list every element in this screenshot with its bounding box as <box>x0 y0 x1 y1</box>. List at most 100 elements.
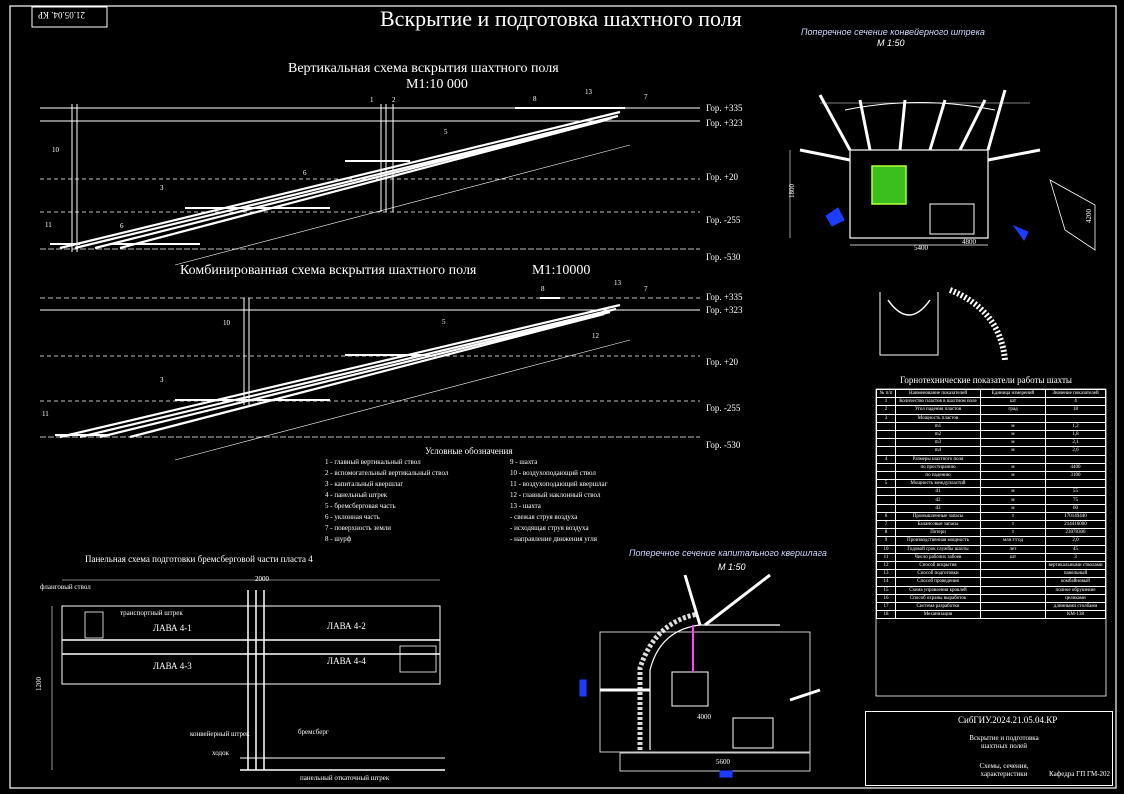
table-cell: 18 <box>1045 405 1106 415</box>
legend-item: 12 - главный наклонный ствол <box>510 491 601 499</box>
table-cell: 3100 <box>1045 470 1106 481</box>
table-cell <box>980 601 1046 612</box>
table-header-cell: Единица измерений <box>980 388 1046 399</box>
level-label: Гор. -255 <box>706 403 741 413</box>
table-cell: Потери <box>895 528 981 538</box>
combined-scheme-scale: М1:10000 <box>532 263 591 278</box>
table-cell: м <box>980 446 1046 456</box>
legend-title: Условные обозначения <box>425 446 513 456</box>
legend-item: 10 - воздухоподающий ствол <box>510 469 596 477</box>
table-cell <box>980 479 1046 489</box>
level-label: Гор. -530 <box>706 440 741 450</box>
table-cell: Система разработки <box>895 601 981 612</box>
table-cell: 2,6 <box>1045 446 1106 456</box>
panel-label: транспортный штрек <box>120 609 183 617</box>
panel-label: ЛАВА 4-1 <box>153 623 192 633</box>
table-cell <box>1045 454 1106 464</box>
vertical-scheme <box>40 104 700 266</box>
conveyor-section <box>789 89 1096 251</box>
panel-label: конвейерный штрек <box>190 730 250 738</box>
callout: 8 <box>541 285 545 293</box>
table-cell: м <box>980 470 1046 481</box>
callout: 8 <box>533 95 537 103</box>
dim-label: 4000 <box>697 713 711 721</box>
table-cell: m2 <box>895 429 981 440</box>
panel-label: фланговый ствол <box>40 583 91 591</box>
table-cell <box>876 487 896 497</box>
callout: 12 <box>592 332 599 340</box>
panel-scheme <box>51 579 445 771</box>
table-cell: Способ охраны выработок <box>895 593 981 603</box>
table-cell: m3 <box>895 438 981 448</box>
table-cell <box>876 429 896 440</box>
conveyor-section-scale: М 1:50 <box>877 38 905 48</box>
table-cell: 13 <box>876 569 896 579</box>
table-cell <box>876 462 896 472</box>
level-label: Гор. +335 <box>706 292 743 302</box>
table-cell <box>876 470 896 481</box>
conveyor-section-title: Поперечное сечение конвейерного штрека <box>801 27 985 37</box>
table-cell: Схема управления кровлей <box>895 585 981 595</box>
legend-item: 4 - панельный штрек <box>325 491 388 499</box>
table-cell: комбайновый <box>1045 577 1106 587</box>
corner-stamp-box <box>31 6 108 28</box>
table-cell: м <box>980 487 1046 497</box>
table-cell <box>1045 413 1106 423</box>
callout: 5 <box>444 128 448 136</box>
callout: 1 <box>370 96 374 104</box>
table-cell: панельный <box>1045 569 1106 579</box>
table-cell: Производственная мощность <box>895 536 981 546</box>
table-cell: целиками <box>1045 593 1106 603</box>
table-cell: град <box>980 405 1046 415</box>
table-cell: Способ подготовки <box>895 569 981 579</box>
table-cell: d2 <box>895 495 981 505</box>
table-cell: КМ-138 <box>1045 610 1106 620</box>
table-cell: вертикальными стволами <box>1045 560 1106 571</box>
table-header-cell: Наименование показателей <box>895 388 981 399</box>
table-cell: 75 <box>1045 495 1106 505</box>
combined-scheme-title: Комбинированная схема вскрытия шахтного … <box>180 263 477 278</box>
legend-item: 13 - шахта <box>510 502 541 510</box>
table-cell <box>980 577 1046 587</box>
capital-section-scale: М 1:50 <box>718 562 746 572</box>
legend-item: 9 - шахта <box>510 458 538 466</box>
dim-label: 1800 <box>788 184 796 198</box>
table-cell <box>980 560 1046 571</box>
table-cell: т <box>980 511 1046 522</box>
table-cell: 8 <box>876 528 896 538</box>
combined-scheme <box>40 297 700 461</box>
table-cell: Механизация <box>895 610 981 620</box>
callout: 11 <box>42 410 49 418</box>
table-cell: 2,1 <box>1045 438 1106 448</box>
table-header-row: № п/п Наименование показателей Единица и… <box>876 388 1106 399</box>
table-cell <box>876 421 896 431</box>
table-cell: 4 <box>876 454 896 464</box>
table-cell <box>980 610 1046 620</box>
table-cell <box>980 593 1046 603</box>
callout: 7 <box>644 285 648 293</box>
table-cell: м <box>980 438 1046 448</box>
table-cell: Годовой срок службы шахты <box>895 544 981 554</box>
table-cell <box>980 569 1046 579</box>
level-label: Гор. +323 <box>706 305 743 315</box>
dim-label: 4800 <box>962 238 976 246</box>
table-cell <box>980 413 1046 423</box>
table-cell: Способ вскрытия <box>895 560 981 571</box>
vertical-scheme-title: Вертикальная схема вскрытия шахтного пол… <box>288 61 559 76</box>
corner-code: 21.05.04. КР <box>38 10 86 20</box>
dim-label: 1200 <box>35 677 43 691</box>
table-cell: м <box>980 462 1046 472</box>
table-cell: 3 <box>1045 552 1106 562</box>
table-cell: 45 <box>1045 544 1106 554</box>
table-cell: шт <box>980 397 1046 407</box>
